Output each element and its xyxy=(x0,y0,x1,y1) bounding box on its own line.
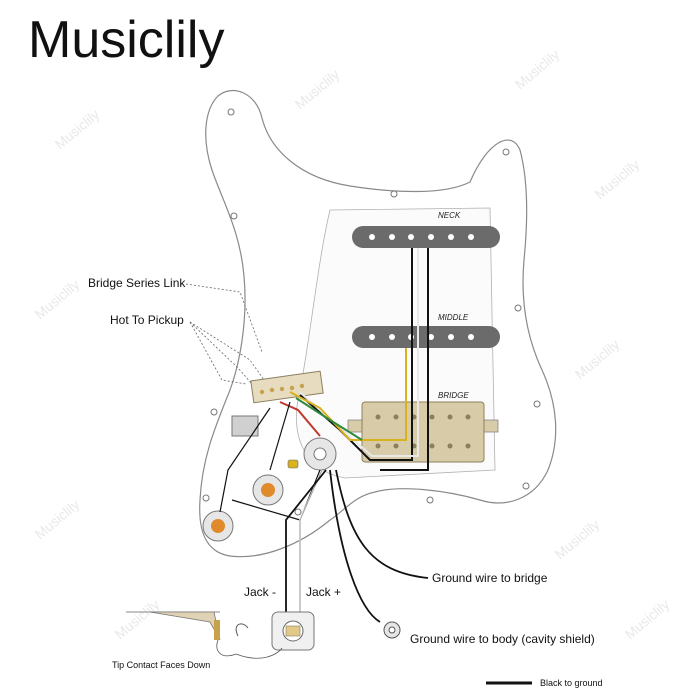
watermark-7: Musiclily xyxy=(32,496,83,542)
watermark-2: Musiclily xyxy=(292,66,343,112)
ground-lug xyxy=(383,621,401,639)
bridge-pickup-label: BRIDGE xyxy=(438,391,469,400)
callout-solid-lines xyxy=(216,639,283,659)
neck-pickup: NECK xyxy=(352,211,500,248)
output-jack xyxy=(271,611,315,651)
watermark-9: Musiclily xyxy=(112,596,163,642)
jack-minus-label: Jack - xyxy=(244,585,276,599)
tip-contact-label: Tip Contact Faces Down xyxy=(112,660,210,670)
ground-wire-bridge-label: Ground wire to bridge xyxy=(432,571,548,585)
watermark-4: Musiclily xyxy=(592,156,643,202)
selector-switch xyxy=(231,370,324,437)
jack-side-view xyxy=(126,611,249,641)
middle-pickup: MIDDLE xyxy=(352,313,500,348)
hot-to-pickup-label: Hot To Pickup xyxy=(110,313,184,327)
watermark-1: Musiclily xyxy=(52,106,103,152)
volume-pot xyxy=(303,437,337,471)
bridge-series-link-label: Bridge Series Link xyxy=(88,276,186,290)
watermark-6: Musiclily xyxy=(572,336,623,382)
tone-capacitor xyxy=(287,459,299,469)
bridge-humbucker: BRIDGE xyxy=(347,391,499,463)
output-wires xyxy=(285,469,429,623)
ground-wire-body-label: Ground wire to body (cavity shield) xyxy=(410,632,595,646)
watermark-8: Musiclily xyxy=(552,516,603,562)
tone-pot-2 xyxy=(202,510,234,542)
brand-title: Musiclily xyxy=(28,11,225,69)
callout-lines xyxy=(185,283,265,385)
watermark-5: Musiclily xyxy=(32,276,83,322)
watermark-3: Musiclily xyxy=(512,46,563,92)
legend: Black to ground xyxy=(486,678,603,688)
watermark-10: Musiclily xyxy=(622,596,673,642)
legend-black-to-ground-label: Black to ground xyxy=(540,678,603,688)
jack-plus-label: Jack + xyxy=(306,585,341,599)
middle-pickup-label: MIDDLE xyxy=(438,313,469,322)
screw-holes xyxy=(202,108,541,516)
pickup-wires xyxy=(219,248,429,521)
neck-pickup-label: NECK xyxy=(438,211,461,220)
tone-pot-1 xyxy=(252,474,284,506)
